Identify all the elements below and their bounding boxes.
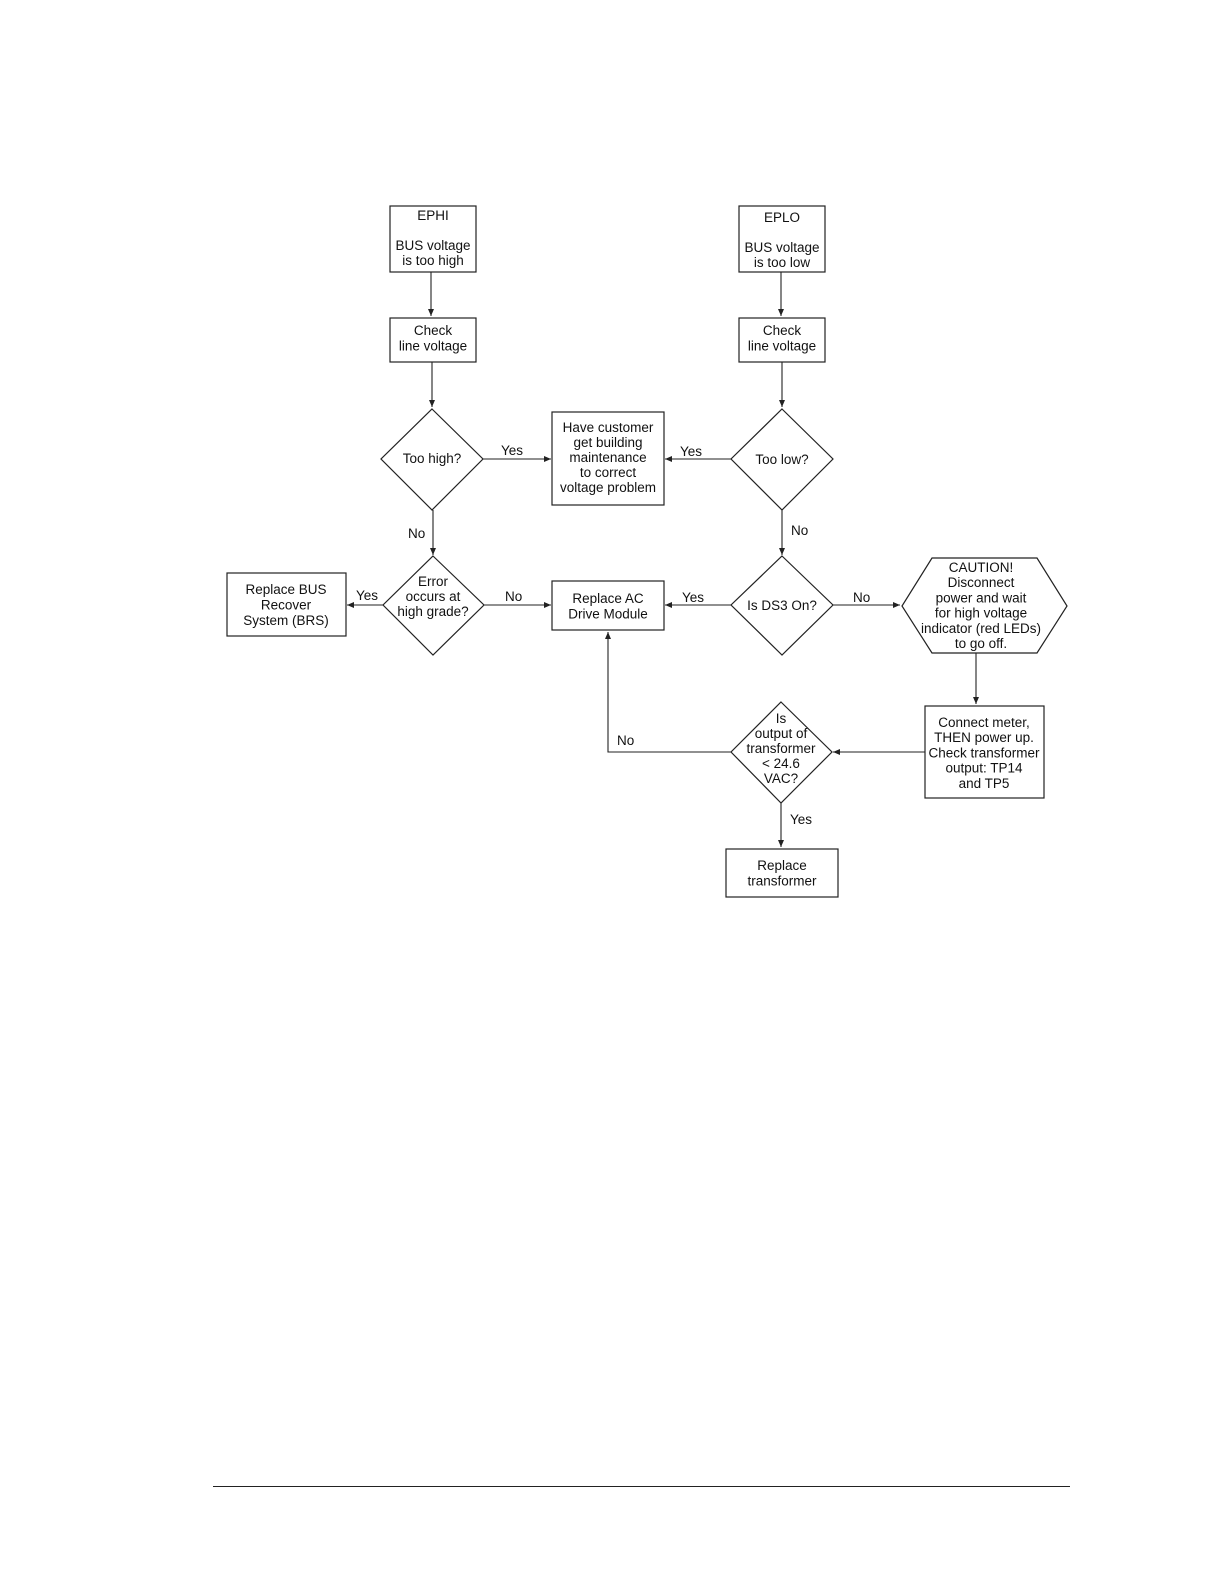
- page-footer-rule: [213, 1486, 1070, 1487]
- edge-label-ds3-yes: Yes: [682, 590, 704, 605]
- label-line: System (BRS): [243, 613, 329, 628]
- check-left-box: [389, 317, 477, 363]
- label-line: occurs at: [406, 589, 461, 604]
- label-line: for high voltage: [935, 606, 1027, 621]
- replace-transformer-box: [725, 848, 839, 898]
- error-high-grade-diamond: [382, 555, 485, 656]
- connect-meter-box: [924, 705, 1045, 799]
- label-line: Connect meter,: [938, 715, 1030, 730]
- label-line: power and wait: [936, 590, 1027, 605]
- label-line: Is: [776, 711, 787, 726]
- connect-meter-label: Connect meter,THEN power up.Check transf…: [928, 715, 1040, 791]
- label-line: [431, 223, 435, 238]
- label-line: CAUTION!: [949, 560, 1014, 575]
- label-line: BUS voltage: [744, 240, 819, 255]
- label-line: EPLO: [764, 210, 800, 225]
- label-line: output of: [755, 726, 808, 741]
- label-line: [780, 225, 784, 240]
- label-line: to go off.: [955, 636, 1007, 651]
- edge-label-error-yes: Yes: [356, 588, 378, 603]
- label-line: get building: [573, 435, 642, 450]
- label-line: line voltage: [399, 339, 467, 354]
- edge-label-too-high-yes: Yes: [501, 443, 523, 458]
- eplo-box: [738, 205, 826, 273]
- label-line: maintenance: [569, 450, 646, 465]
- label-line: Error: [418, 574, 449, 589]
- label-line: < 24.6: [762, 756, 800, 771]
- label-line: Replace: [757, 858, 807, 873]
- have-customer-box: [551, 411, 665, 506]
- edge-label-transformer-no: No: [617, 733, 634, 748]
- replace-brs-box: [226, 572, 347, 637]
- ds3-on-label: Is DS3 On?: [747, 598, 817, 613]
- label-line: output: TP14: [945, 761, 1023, 776]
- too-high-diamond: [380, 408, 484, 511]
- ephi-box: [389, 205, 477, 273]
- caution-hexagon: [901, 557, 1068, 654]
- label-line: Check: [763, 323, 802, 338]
- edge-label-error-no: No: [505, 589, 522, 604]
- label-line: is too high: [402, 253, 464, 268]
- label-line: Check: [414, 323, 453, 338]
- label-line: is too low: [754, 255, 811, 270]
- shapes: [226, 205, 1068, 898]
- label-line: indicator (red LEDs): [921, 621, 1041, 636]
- label-line: BUS voltage: [395, 238, 470, 253]
- edge-label-transformer-yes: Yes: [790, 812, 812, 827]
- label-line: VAC?: [764, 771, 798, 786]
- label-line: EPHI: [417, 208, 449, 223]
- transformer-q-diamond: [730, 701, 833, 804]
- edge-label-too-low-no: No: [791, 523, 808, 538]
- replace-ac-box: [551, 580, 665, 631]
- label-line: Recover: [261, 598, 312, 613]
- edge-label-too-high-no: No: [408, 526, 425, 541]
- label-line: Too low?: [755, 452, 808, 467]
- label-line: Is DS3 On?: [747, 598, 817, 613]
- label-line: Have customer: [563, 420, 654, 435]
- edge-transformer-no: [605, 632, 731, 753]
- label-line: Check transformer: [928, 745, 1040, 760]
- too-high-label: Too high?: [403, 451, 462, 466]
- label-line: Disconnect: [948, 575, 1015, 590]
- edge-labels: Yes Yes No No Yes No Yes No No Yes: [356, 443, 870, 827]
- label-line: transformer: [747, 874, 817, 889]
- label-line: Drive Module: [568, 607, 648, 622]
- label-line: THEN power up.: [934, 730, 1034, 745]
- label-line: Replace AC: [572, 591, 644, 606]
- label-line: Replace BUS: [245, 582, 326, 597]
- too-low-label: Too low?: [755, 452, 808, 467]
- label-line: high grade?: [397, 604, 468, 619]
- ds3-on-diamond: [730, 555, 834, 656]
- label-line: to correct: [580, 465, 637, 480]
- too-low-diamond: [730, 408, 834, 511]
- label-line: Too high?: [403, 451, 462, 466]
- label-line: voltage problem: [560, 480, 656, 495]
- label-line: and TP5: [959, 776, 1010, 791]
- edge-label-ds3-no: No: [853, 590, 870, 605]
- label-line: line voltage: [748, 339, 816, 354]
- edge-label-too-low-yes: Yes: [680, 444, 702, 459]
- check-right-box: [738, 317, 826, 363]
- connectors: [347, 272, 979, 847]
- label-line: transformer: [746, 741, 816, 756]
